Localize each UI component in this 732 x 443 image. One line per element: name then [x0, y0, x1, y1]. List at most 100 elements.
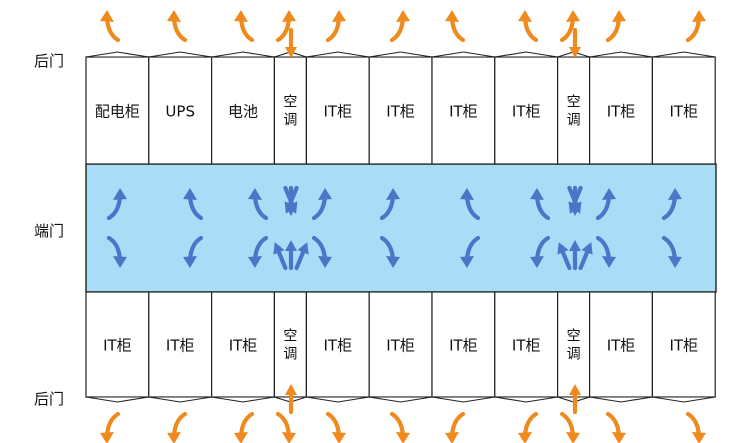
label-end-door: 端门	[34, 222, 64, 240]
rear-door-cap	[431, 396, 495, 403]
rear-door-cap	[306, 396, 370, 403]
cabinet-body	[148, 291, 213, 398]
rear-door-cap	[211, 396, 275, 403]
rear-door-cap	[589, 51, 653, 58]
cabinet-body	[211, 291, 276, 398]
cabinet-label: IT柜	[670, 337, 699, 355]
ac-label: 空调	[283, 329, 297, 363]
ac-unit: 空调	[556, 291, 591, 403]
rear-door-cap	[494, 51, 558, 58]
cabinet-body	[431, 291, 496, 398]
cabinet-label: IT柜	[386, 103, 415, 121]
cabinet-label: IT柜	[103, 337, 132, 355]
hot-air-exhaust-arrow-icon	[688, 10, 706, 40]
cabinet: IT柜	[588, 51, 653, 165]
cabinet: IT柜	[431, 51, 496, 165]
label-rear-door-top: 后门	[34, 52, 64, 70]
cabinet-label: IT柜	[449, 103, 478, 121]
cabinet: IT柜	[148, 291, 213, 403]
hot-air-exhaust-arrow-icon	[100, 10, 118, 40]
hot-air-exhaust-arrow-icon	[392, 10, 410, 40]
rear-door-cap	[85, 396, 149, 403]
cabinet-label: 电池	[228, 103, 258, 121]
cabinet-body	[85, 291, 150, 398]
cabinet: IT柜	[494, 291, 559, 403]
cabinet: 电池	[211, 51, 276, 165]
label-rear-door-bottom: 后门	[34, 390, 64, 408]
ac-label: 空调	[283, 95, 297, 129]
hot-air-exhaust-arrow-icon	[100, 414, 118, 443]
hot-air-exhaust-arrow-icon	[562, 414, 580, 443]
cabinet: IT柜	[85, 291, 150, 403]
hot-air-exhaust-arrow-icon	[167, 414, 185, 443]
cabinet: UPS	[148, 51, 213, 165]
cabinet-body	[651, 56, 716, 165]
cabinet-label: IT柜	[229, 337, 258, 355]
cabinet-body	[588, 291, 653, 398]
rear-door-cap	[369, 396, 433, 403]
cabinet-body	[305, 291, 370, 398]
hot-air-exhaust-arrow-icon	[445, 10, 463, 40]
rear-door-cap	[494, 396, 558, 403]
cabinet-label: IT柜	[449, 337, 478, 355]
rear-door-cap	[306, 51, 370, 58]
rear-door-cap	[148, 396, 212, 403]
hot-air-exhaust-arrow-icon	[234, 414, 252, 443]
cabinet-body	[85, 56, 150, 165]
hot-air-exhaust-arrow-icon	[392, 414, 410, 443]
rear-door-cap	[211, 51, 275, 58]
cabinet-label: IT柜	[607, 337, 636, 355]
rear-door-cap	[85, 51, 149, 58]
hot-air-exhaust-arrow-icon	[688, 414, 706, 443]
cabinet-body	[368, 291, 433, 398]
hot-air-exhaust-arrow-icon	[518, 414, 536, 443]
hot-air-exhaust-arrow-icon	[328, 414, 346, 443]
rear-door-cap	[652, 51, 716, 58]
rear-door-cap	[369, 51, 433, 58]
cabinet-body	[273, 291, 307, 398]
cabinet: IT柜	[651, 291, 716, 403]
hot-air-exhaust-arrow-icon	[518, 10, 536, 40]
hot-air-exhaust-arrow-icon	[278, 414, 296, 443]
cabinet-label: IT柜	[324, 103, 353, 121]
cabinet-label: IT柜	[607, 103, 636, 121]
cold-aisle	[85, 163, 717, 293]
cabinet-body	[148, 56, 213, 165]
cabinet: IT柜	[305, 291, 370, 403]
rear-door-cap	[652, 396, 716, 403]
cabinet-label: IT柜	[386, 337, 415, 355]
hot-air-exhaust-arrow-icon	[608, 10, 626, 40]
hot-air-exhaust-arrow-icon	[278, 10, 296, 40]
ac-unit: 空调	[273, 51, 307, 165]
cabinet-body	[556, 56, 591, 165]
cabinet-body	[368, 56, 433, 165]
cabinet-label: IT柜	[324, 337, 353, 355]
cabinet-label: UPS	[165, 103, 195, 121]
rear-door-cap	[148, 51, 212, 58]
cabinet: IT柜	[651, 51, 716, 165]
ac-unit: 空调	[273, 291, 307, 403]
cabinet-label: IT柜	[512, 103, 541, 121]
cabinet-body	[494, 291, 559, 398]
cabinet-body	[651, 291, 716, 398]
rear-door-cap	[431, 51, 495, 58]
cabinet: IT柜	[368, 51, 433, 165]
cabinet: IT柜	[368, 291, 433, 403]
hot-air-exhaust-arrow-icon	[234, 10, 252, 40]
cabinet-body	[273, 56, 307, 165]
cabinet: IT柜	[305, 51, 370, 165]
cabinet: 配电柜	[85, 51, 150, 165]
hot-air-exhaust-arrow-icon	[445, 414, 463, 443]
cabinet: IT柜	[494, 51, 559, 165]
cabinet-label: IT柜	[166, 337, 195, 355]
hot-air-exhaust-arrow-icon	[167, 10, 185, 40]
cabinet: IT柜	[211, 291, 276, 403]
cabinet: IT柜	[431, 291, 496, 403]
cabinet: IT柜	[588, 291, 653, 403]
rear-door-cap	[589, 396, 653, 403]
ac-unit: 空调	[556, 51, 591, 165]
